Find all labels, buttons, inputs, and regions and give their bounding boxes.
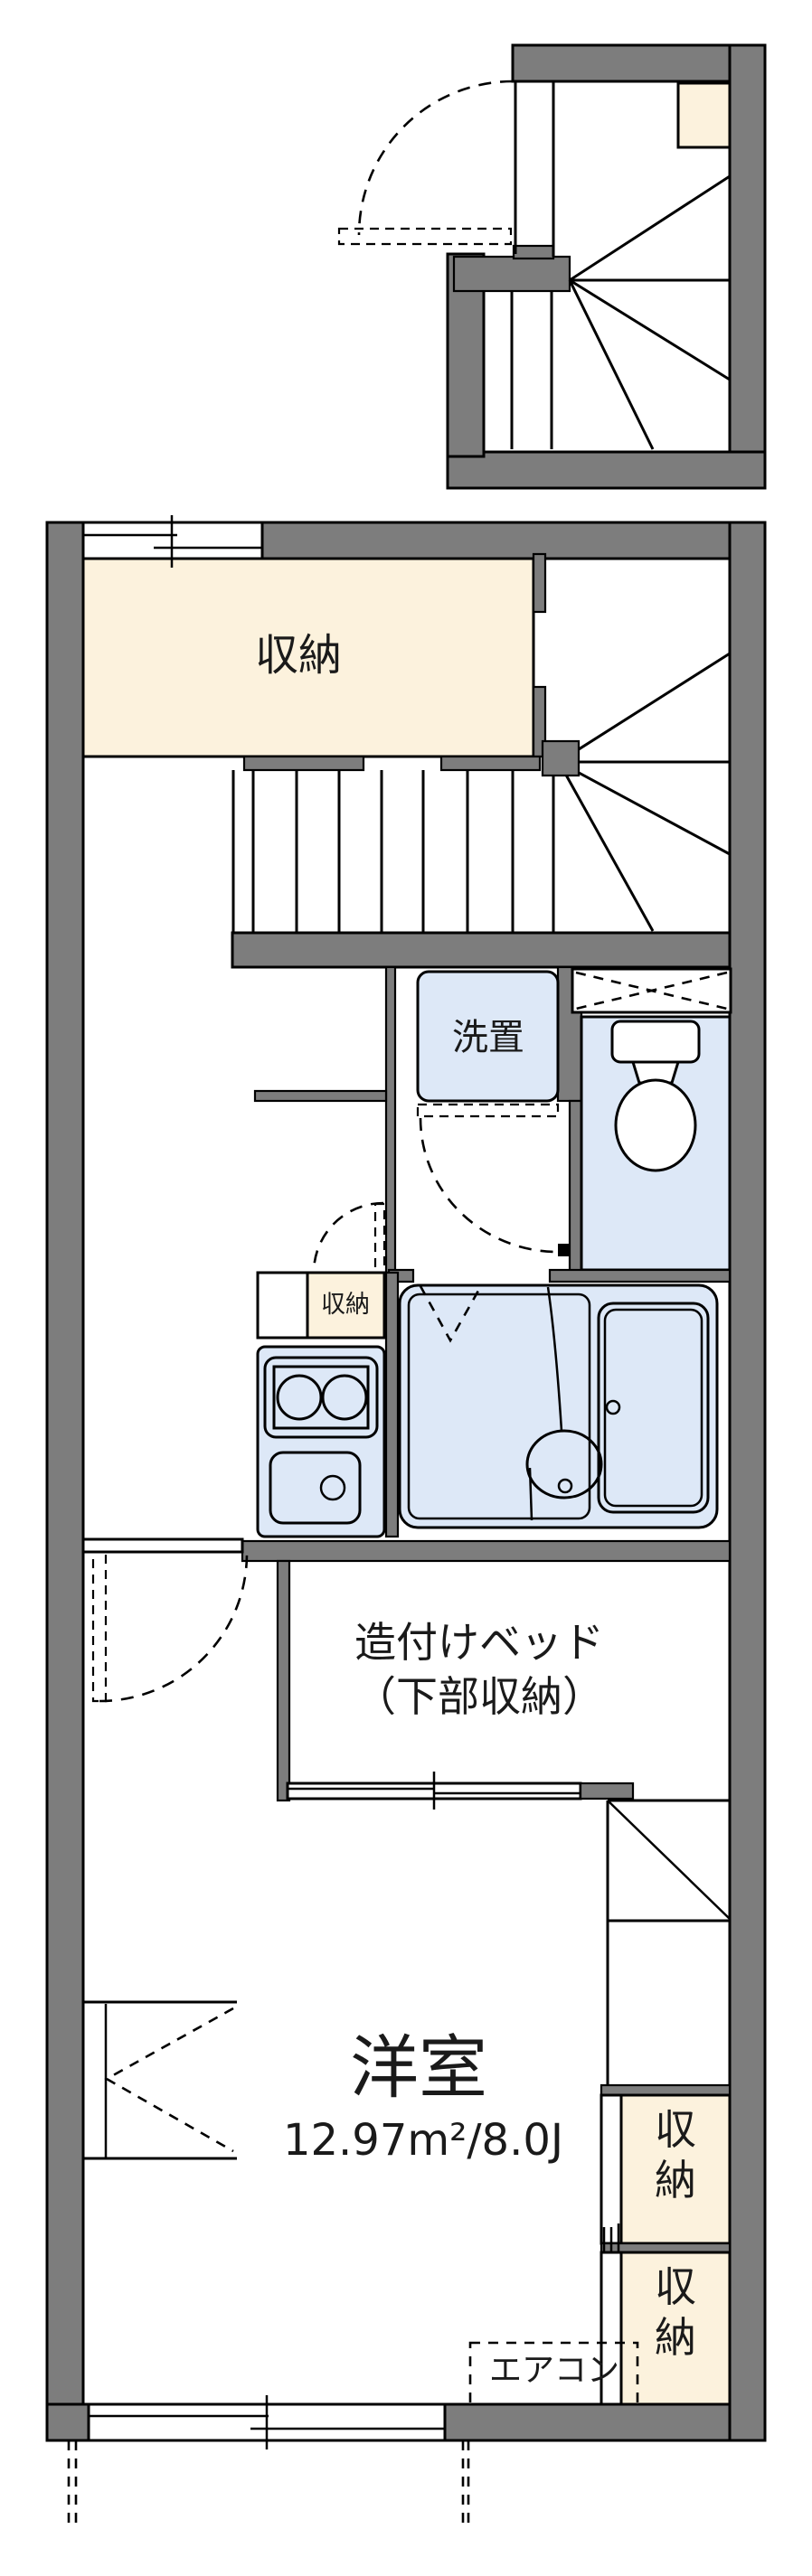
entry-door-leaf: [337, 227, 513, 246]
wall-stub-tab: [512, 244, 555, 260]
closet-upper-label: 収納: [655, 2105, 696, 2205]
entry-door-swing-arc: [357, 80, 514, 236]
kitchen-sink: [269, 1451, 362, 1525]
stove-burner: [276, 1374, 323, 1421]
guide-lines: [67, 2440, 470, 2531]
side-window: [84, 2000, 237, 2160]
toilet-tank: [610, 1020, 701, 1064]
hall-stub-wall: [253, 1089, 388, 1103]
wall-stub: [452, 255, 571, 293]
wall-bottom-left: [45, 2402, 90, 2442]
living-top-wall: [241, 1539, 732, 1563]
loft-storage-room: [81, 557, 535, 758]
built-in-bed: [276, 1559, 635, 1810]
washer-label: 洗置: [452, 1017, 524, 1058]
bath-folding-door: [419, 1285, 480, 1343]
room-name-label: 洋室: [350, 2027, 487, 2108]
winder-newel: [541, 739, 581, 777]
closet-lower-label: 収納: [655, 2262, 696, 2362]
stair-bottom-wall: [231, 931, 732, 969]
wall-right: [728, 521, 767, 2442]
hall-storage-door: [312, 1201, 386, 1274]
toilet-room: [580, 1015, 732, 1272]
room-size-label: 12.97m²/8.0J: [282, 2115, 564, 2166]
upper-staircase-box: [337, 43, 767, 490]
wall-bottom: [446, 450, 767, 490]
top-window: [81, 515, 264, 568]
wash-bowl: [525, 1429, 603, 1500]
hall-storage-label: 収納: [321, 1291, 370, 1319]
wall-top: [511, 43, 767, 83]
sink-drain: [319, 1474, 346, 1501]
bed-side-wall: [276, 1559, 291, 1802]
wall-bottom-right: [443, 2402, 732, 2442]
loft-storage-label: 収納: [254, 630, 342, 681]
overhead-shelf: [571, 967, 732, 1014]
storage-wall-upper: [532, 552, 547, 614]
winder-steps: [568, 174, 731, 450]
closet-door-track: [600, 2093, 623, 2245]
closet-column: [600, 1799, 732, 2406]
main-unit-walls: [45, 521, 767, 2442]
washer-space: [416, 970, 560, 1103]
stove-burner: [321, 1374, 368, 1421]
wall-right: [728, 43, 767, 490]
closet-upper: [619, 2093, 732, 2245]
toilet-side-wall: [568, 1099, 583, 1274]
closet-lower: [619, 2251, 732, 2406]
bed-label-line1: 造付けベッド: [354, 1618, 604, 1667]
bottom-window: [87, 2395, 447, 2449]
tub-faucet: [605, 1399, 621, 1415]
aircon-box: [468, 2341, 639, 2406]
toilet-bowl: [614, 1078, 697, 1172]
washroom-door: [416, 1103, 570, 1256]
bathtub: [597, 1302, 710, 1514]
shower-area: [407, 1293, 591, 1520]
washroom-partition: [384, 965, 397, 1274]
kitchen-unit: [256, 1345, 386, 1538]
toilet-bottom-wall: [548, 1268, 732, 1283]
wall-left: [45, 521, 85, 2442]
bed-label-line2: （下部収納）: [354, 1672, 604, 1721]
bathroom: [398, 1283, 719, 1529]
aircon-label: エアコン: [488, 2352, 619, 2389]
stair-landing: [676, 81, 732, 149]
living-room-door: [91, 1550, 249, 1703]
internal-staircase: [231, 652, 732, 969]
counter-diagonal: [607, 1800, 731, 1920]
wall-top: [260, 521, 767, 560]
counter-space: [256, 1271, 309, 1340]
living-door-frame: [81, 1537, 244, 1554]
hall-storage: [306, 1271, 386, 1340]
kitchen-side-wall: [384, 1271, 400, 1538]
